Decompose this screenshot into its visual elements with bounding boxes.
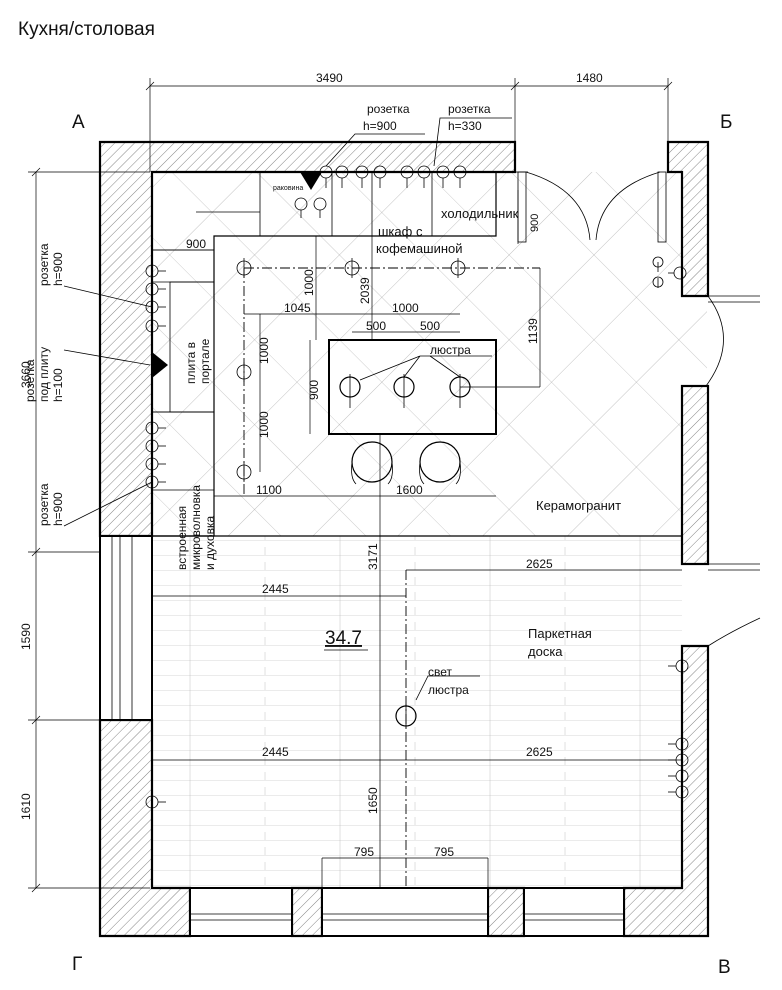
water-point-marker	[300, 172, 322, 190]
chandelier-light-leader	[415, 675, 480, 701]
builtin-oven-label: встроенная микроволновка и духовка	[175, 482, 217, 570]
socket-label-330-top: розетка h=330	[448, 102, 494, 133]
stove-portal-label: плита в портале	[184, 338, 212, 384]
dim-1139: 1139	[526, 318, 540, 344]
dim-1045: 1045	[284, 301, 311, 315]
corner-label-v: В	[718, 957, 731, 978]
parquet-label: Паркетная доска	[528, 626, 595, 659]
dim-2445-bottom: 2445	[262, 745, 289, 759]
page-title: Кухня/столовая	[18, 19, 155, 40]
overall-dimensions	[28, 78, 673, 893]
chandelier-light-label: свет люстра	[428, 665, 469, 697]
dim-left-mid: 1590	[19, 623, 33, 650]
stove-outlet-marker	[152, 352, 168, 378]
dim-1000-a: 1000	[302, 269, 316, 296]
parquet-floor-area	[152, 536, 682, 888]
corner-label-g: Г	[72, 954, 82, 975]
dim-1100: 1100	[256, 483, 282, 497]
lighting-lines	[243, 267, 540, 888]
doors	[515, 171, 761, 647]
dim-500-a: 500	[366, 319, 386, 333]
dim-795-b: 795	[434, 845, 454, 859]
dim-2445-top: 2445	[262, 582, 289, 596]
dim-795-a: 795	[354, 845, 374, 859]
dim-1600: 1600	[396, 483, 423, 497]
socket-label-900-top: розетка h=900	[363, 102, 413, 133]
dim-1000-b: 1000	[257, 337, 271, 364]
dim-1650: 1650	[366, 787, 380, 814]
dim-left-bottom: 1610	[19, 793, 33, 820]
internal-dimensions	[152, 190, 682, 888]
coffee-cabinet-label: шкаф с кофемашиной	[376, 224, 463, 256]
dim-1000-c: 1000	[257, 411, 271, 438]
window-left	[99, 535, 153, 721]
dim-1000-h: 1000	[392, 301, 419, 315]
socket-label-left-top: розетка h=900	[37, 240, 65, 286]
fridge-label: холодильник	[441, 206, 519, 221]
dim-3171: 3171	[366, 543, 380, 570]
chandelier-leader	[359, 355, 461, 381]
dim-island-900: 900	[307, 380, 321, 400]
dim-2625-top: 2625	[526, 557, 553, 571]
tile-floor-area	[152, 172, 707, 536]
dim-500-b: 500	[420, 319, 440, 333]
chandelier-label: люстра	[430, 343, 471, 357]
tile-label: Керамогранит	[536, 498, 621, 513]
socket-label-stove: розетка под плиту h=100	[23, 344, 65, 402]
sink-label: раковина	[273, 185, 303, 192]
dim-top-right: 1480	[576, 71, 603, 85]
dim-top-left: 3490	[316, 71, 343, 85]
dim-2625-bottom: 2625	[526, 745, 553, 759]
dim-counter-900: 900	[186, 237, 206, 251]
corner-label-b: Б	[720, 112, 732, 133]
leader-lines	[63, 117, 512, 527]
room-area: 34.7	[325, 628, 362, 649]
sockets	[145, 165, 689, 809]
dim-door-900: 900	[529, 214, 541, 232]
corner-label-a: А	[72, 112, 85, 133]
sink: раковина	[273, 185, 327, 218]
dim-left-top: 3660	[19, 361, 33, 388]
dim-2039: 2039	[358, 277, 372, 304]
chairs	[351, 441, 461, 485]
windows-bottom	[189, 887, 625, 937]
socket-label-left-bottom: розетка h=900	[37, 480, 65, 526]
